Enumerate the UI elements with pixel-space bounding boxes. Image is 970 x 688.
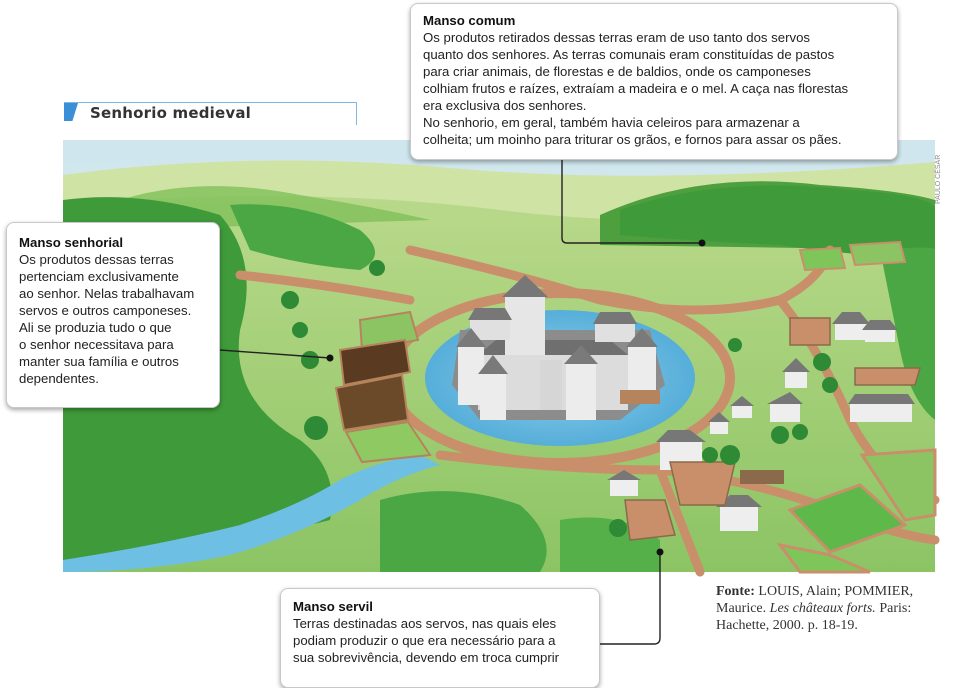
callout-line: colheita; um moinho para triturar os grã… (423, 132, 842, 147)
trees (281, 260, 838, 537)
callout-line: manter sua família e outros (19, 354, 179, 369)
callout-line: Os produtos dessas terras (19, 252, 174, 267)
callout-heading: Manso comum (423, 13, 516, 28)
callout-line: No senhorio, em geral, também havia cele… (423, 115, 800, 130)
callout-line: colhiam frutos e raízes, extraíam a made… (423, 81, 849, 96)
leader-dot-servil (656, 548, 664, 556)
manor-fields (334, 310, 432, 464)
source-authors: LOUIS, Alain; POMMIER, Maurice. (716, 584, 914, 616)
callout-heading: Manso senhorial (19, 235, 124, 250)
leader-dot-comum (698, 239, 706, 247)
callout-manso-servil: Manso servil Terras destinadas aos servo… (280, 588, 600, 688)
medieval-manor-illustration (63, 140, 940, 645)
castle (452, 275, 665, 420)
source-citation: Fonte: LOUIS, Alain; POMMIER, Maurice. L… (716, 583, 956, 634)
title-frame (64, 102, 357, 125)
callout-line: ao senhor. Nelas trabalhavam (19, 286, 195, 301)
source-book-title: Les châteaux forts. (769, 601, 876, 616)
callout-line: Ali se produzia tudo o que (19, 320, 172, 335)
callout-line: o senhor necessitava para (19, 337, 174, 352)
callout-line: dependentes. (19, 371, 99, 386)
callout-line: pertenciam exclusivamente (19, 269, 179, 284)
callout-line: para criar animais, de florestas e de ba… (423, 64, 811, 79)
source-publisher: Paris: Hachette, 2000. p. 18-19. (716, 601, 912, 633)
callout-line: era exclusiva dos senhores. (423, 98, 587, 113)
callout-line: Terras destinadas aos servos, nas quais … (293, 616, 557, 631)
callout-manso-comum: Manso comum Os produtos retirados dessas… (410, 3, 898, 160)
callout-line: sua sobrevivência, devendo em troca cump… (293, 650, 560, 665)
callout-line: Os produtos retirados dessas terras eram… (423, 30, 811, 45)
callout-heading: Manso servil (293, 599, 373, 614)
leader-lines (219, 160, 702, 645)
illustrator-credit: PAULO CÉSAR (935, 154, 942, 204)
serf-fields (776, 240, 937, 574)
river (63, 455, 440, 572)
callout-line: servos e outros camponeses. (19, 303, 192, 318)
callout-manso-senhorial: Manso senhorial Os produtos dessas terra… (6, 222, 220, 408)
leader-dot-senhorial (326, 354, 334, 362)
callout-line: podiam produzir o que era necessário par… (293, 633, 556, 648)
page-title: Senhorio medieval (90, 104, 252, 122)
source-label: Fonte: (716, 584, 755, 599)
village (607, 312, 922, 541)
callout-line: quanto dos senhores. As terras comunais … (423, 47, 835, 62)
